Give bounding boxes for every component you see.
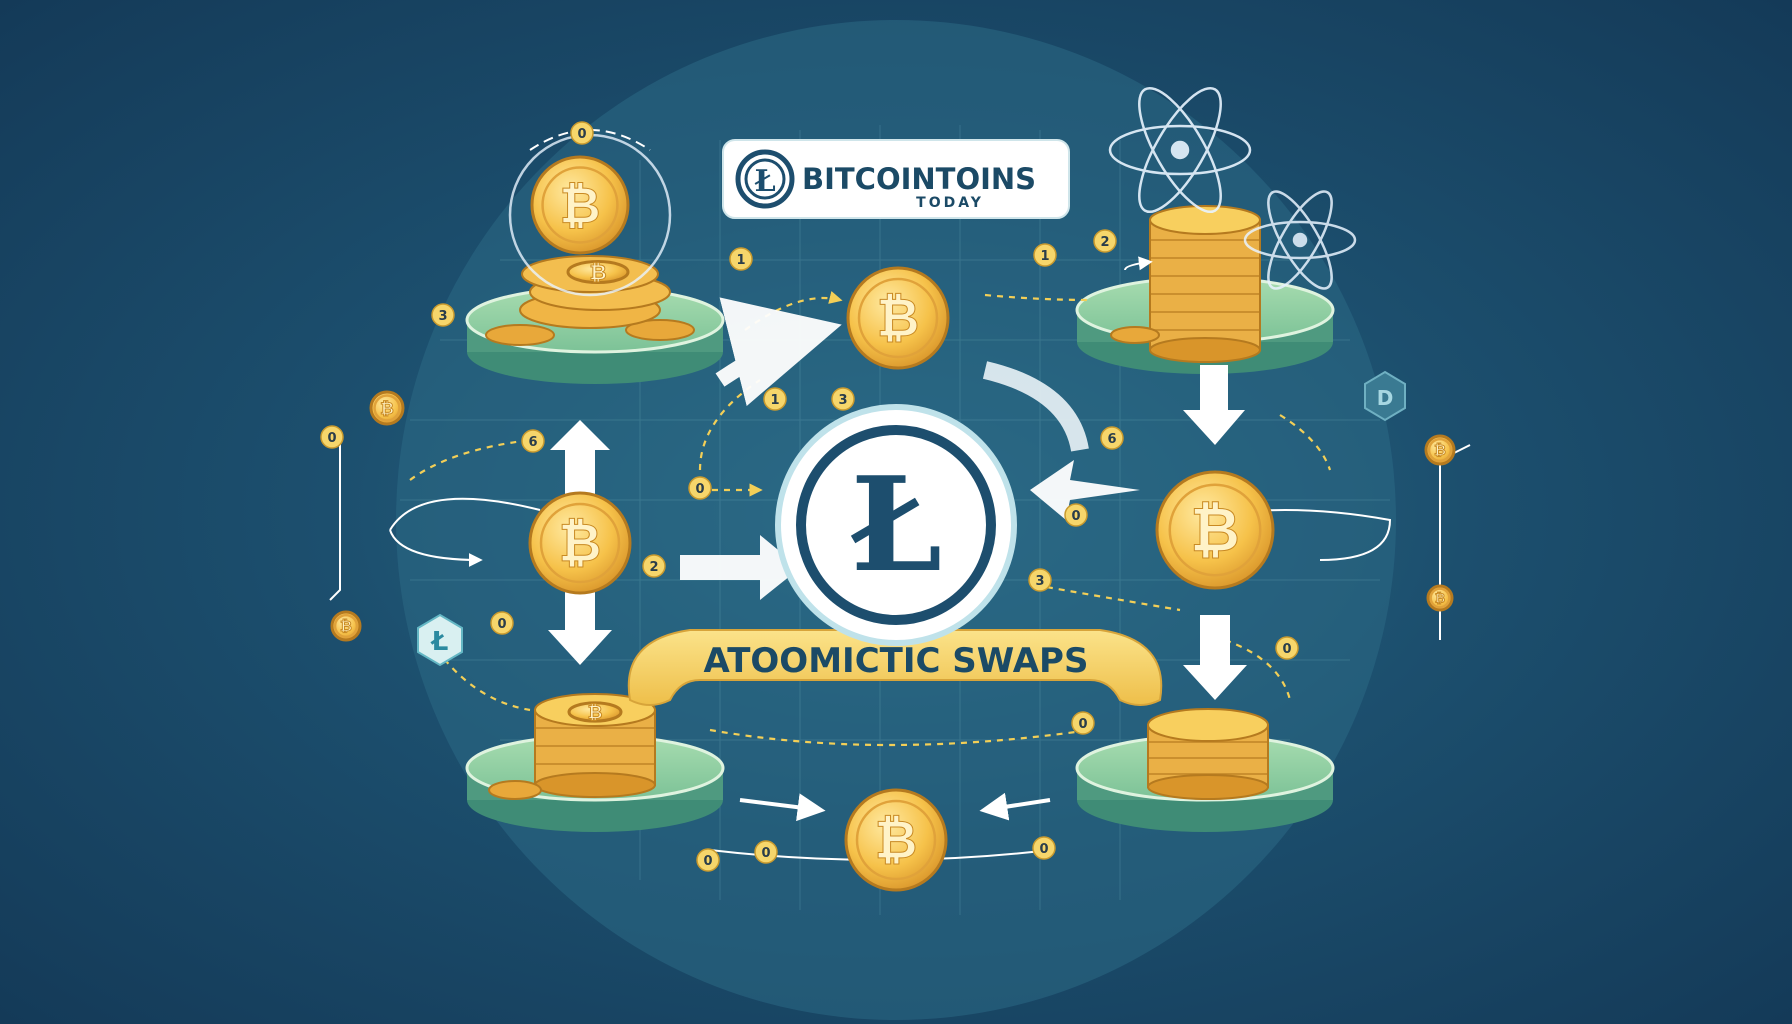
bitcoin-symbol: ₿ bbox=[1435, 590, 1445, 605]
coin-bottom-center: ₿ bbox=[844, 788, 948, 892]
step-badge-b4: 2 bbox=[1093, 229, 1117, 253]
bitcoin-symbol: ₿ bbox=[1190, 495, 1240, 566]
step-badge-number: 0 bbox=[497, 617, 506, 632]
left-hex-label: Ł bbox=[430, 627, 449, 657]
step-badge-b7: 6 bbox=[521, 429, 545, 453]
banner-text: ATOOMICTIC SWAPS bbox=[704, 641, 1089, 681]
step-badge-number: 1 bbox=[736, 253, 745, 268]
step-badge-b1: 3 bbox=[431, 303, 455, 327]
bitcoin-symbol: ₿ bbox=[559, 175, 600, 234]
step-badge-number: 0 bbox=[695, 482, 704, 497]
bitcoin-symbol: ₿ bbox=[380, 398, 394, 418]
bitcoin-symbol: ₿ bbox=[875, 810, 918, 871]
step-badge-number: 0 bbox=[577, 127, 586, 142]
coin-left-middle: ₿ bbox=[528, 491, 632, 595]
step-badge-number: 1 bbox=[1040, 249, 1049, 264]
coin-top-left: ₿ bbox=[530, 155, 630, 255]
coin-side-left-top: ₿ bbox=[369, 390, 405, 426]
bitcoin-symbol: ₿ bbox=[588, 702, 603, 723]
bitcoin-symbol: ₿ bbox=[589, 260, 606, 284]
coin-side-right-top: ₿ bbox=[1424, 434, 1456, 466]
step-badge-b17: 0 bbox=[696, 848, 720, 872]
atom-icon-small bbox=[1243, 190, 1357, 290]
brand-subtitle: TODAY bbox=[916, 195, 984, 211]
step-badge-b13: 0 bbox=[490, 611, 514, 635]
step-badge-b19: 0 bbox=[570, 121, 594, 145]
arrow-from-right bbox=[1030, 460, 1140, 520]
step-badge-b5: 1 bbox=[763, 387, 787, 411]
step-badge-b11: 0 bbox=[1064, 503, 1088, 527]
step-badge-number: 0 bbox=[703, 854, 712, 869]
coin-stack-top-left bbox=[485, 255, 695, 346]
atom-icon bbox=[1108, 86, 1252, 214]
step-badge-b15: 0 bbox=[1071, 711, 1095, 735]
step-badge-number: 0 bbox=[1282, 642, 1291, 657]
atomic-swaps-banner: ATOOMICTIC SWAPS bbox=[627, 629, 1163, 706]
step-badge-b20: 0 bbox=[320, 425, 344, 449]
step-badge-number: 0 bbox=[1071, 509, 1080, 524]
coin-stack-top-left-face: ₿ bbox=[566, 260, 630, 285]
arrow-bottom-left bbox=[739, 793, 826, 822]
step-badge-number: 0 bbox=[327, 431, 336, 446]
brand-logo-letter: Ł bbox=[754, 164, 775, 199]
step-badge-number: 0 bbox=[1039, 842, 1048, 857]
bitcoin-symbol: ₿ bbox=[877, 288, 920, 349]
step-badge-number: 2 bbox=[1100, 235, 1109, 250]
arrow-up-left bbox=[550, 420, 610, 500]
coin-side-right-bottom: ₿ bbox=[1426, 584, 1454, 612]
litecoin-symbol: Ł bbox=[850, 448, 942, 601]
step-badge-b8: 0 bbox=[688, 476, 712, 500]
step-badge-number: 1 bbox=[770, 393, 779, 408]
arrow-into-center bbox=[680, 535, 800, 600]
step-badge-b16: 0 bbox=[1032, 836, 1056, 860]
step-badge-number: 2 bbox=[649, 560, 658, 575]
brand-header: Ł BITCOINTOINS TODAY bbox=[722, 139, 1070, 219]
bitcoin-symbol: ₿ bbox=[559, 513, 602, 574]
right-hex-label: D bbox=[1377, 386, 1394, 410]
coin-stack-bottom-left-face: ₿ bbox=[567, 701, 623, 724]
litecoin-center: Ł bbox=[775, 404, 1017, 646]
coin-stack-top-right bbox=[1110, 205, 1261, 363]
step-badge-b3: 1 bbox=[1033, 243, 1057, 267]
arrow-down-right-top bbox=[1183, 365, 1245, 445]
arrow-down-left bbox=[548, 585, 612, 665]
brand-name: BITCOINTOINS bbox=[802, 162, 1036, 196]
step-badge-b18: 0 bbox=[754, 840, 778, 864]
curved-arrow-top-right bbox=[982, 361, 1089, 452]
arrow-down-right-bottom bbox=[1183, 615, 1247, 700]
bitcoin-symbol: ₿ bbox=[1434, 442, 1446, 459]
coin-top-center: ₿ bbox=[846, 266, 950, 370]
step-badge-b12: 3 bbox=[1028, 568, 1052, 592]
step-badge-b10: 6 bbox=[1100, 426, 1124, 450]
step-badge-b6: 3 bbox=[831, 387, 855, 411]
bitcoin-coins: ₿ ₿ ₿ ₿ ₿ ₿ ₿ ₿ ₿ ₿ ₿ bbox=[330, 155, 1456, 892]
coin-side-left-bottom: ₿ bbox=[330, 610, 362, 642]
left-hex-badge: Ł bbox=[417, 613, 463, 667]
step-badge-number: 3 bbox=[1035, 574, 1044, 589]
arrow-bottom-right bbox=[979, 792, 1051, 821]
step-badge-number: 0 bbox=[1078, 717, 1087, 732]
curved-arrow-top-left bbox=[715, 297, 842, 407]
flow-arrows bbox=[548, 365, 1247, 700]
step-badge-number: 3 bbox=[838, 393, 847, 408]
bitcoin-symbol: ₿ bbox=[340, 618, 352, 635]
step-badge-b2: 1 bbox=[729, 247, 753, 271]
step-badge-number: 0 bbox=[761, 846, 770, 861]
step-badge-number: 6 bbox=[528, 435, 537, 450]
right-hex-badge: D bbox=[1364, 370, 1406, 422]
coin-right-middle: ₿ bbox=[1155, 470, 1275, 590]
step-badge-b9: 2 bbox=[642, 554, 666, 578]
step-badge-number: 6 bbox=[1107, 432, 1116, 447]
step-badges: 3 1 1 2 1 3 6 0 2 6 0 3 0 0 0 0 0 0 0 0 bbox=[320, 121, 1299, 872]
step-badge-number: 3 bbox=[438, 309, 447, 324]
step-badge-b14: 0 bbox=[1275, 636, 1299, 660]
coin-stack-bottom-right bbox=[1147, 708, 1269, 800]
